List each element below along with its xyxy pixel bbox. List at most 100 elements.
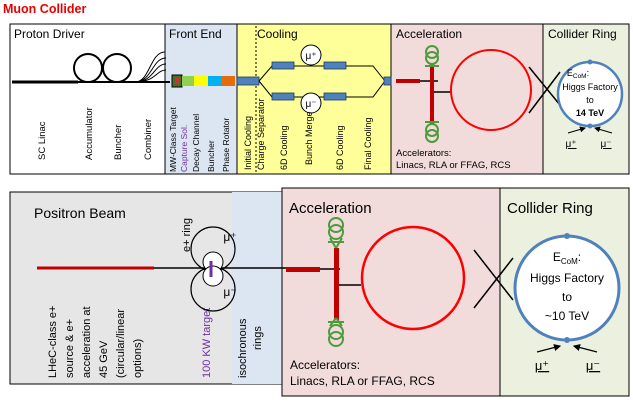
label-initial-cooling: Initial Cooling: [243, 116, 253, 170]
proton-driver-box: [9, 23, 166, 175]
acceleration-box: [390, 23, 544, 175]
mu-plus-circle: [300, 44, 322, 66]
bottom-mu-plus-label: μ⁺: [223, 230, 236, 244]
label-charge-separator: Charge Separator: [256, 98, 266, 170]
target-core: [175, 78, 179, 84]
label-combiner: Combiner: [143, 119, 154, 160]
target-label: 100 KW target: [201, 308, 213, 378]
accelerators-heading-top: Accelerators:: [396, 148, 451, 159]
higgs-label-top: Higgs Factory: [562, 82, 618, 92]
6d-cooling-lower-a: [271, 92, 295, 101]
positron-label-4: 45 GeV: [98, 340, 110, 378]
label-bunch-merge: Bunch Merge: [304, 111, 314, 165]
bottom-acceleration-box: [281, 187, 501, 397]
final-cooling: [383, 76, 392, 86]
accelerators-list-bottom: Linacs, RLA or FFAG, RCS: [290, 374, 435, 388]
initial-cooling: [236, 76, 260, 86]
label-final-cooling: Final Cooling: [363, 117, 373, 170]
rla-linac-bottom: [334, 248, 339, 320]
label-mw-target: MW-Class Target: [168, 106, 178, 172]
combiner-arcs: [134, 51, 167, 83]
iso-label-2: rings: [252, 326, 264, 350]
bottom-mu-minus-label: μ⁻: [223, 285, 236, 299]
label-phase-rotator: Phase Rotator: [221, 117, 231, 172]
ecom-label-bottom: ECoM:: [553, 250, 581, 266]
ip-dot-top-2: [587, 123, 593, 129]
rla-arm-bottom-r: [335, 317, 343, 327]
ring-mu-minus-bottom: μ⁻: [586, 358, 600, 373]
front-end-box: [164, 23, 238, 175]
mu-minus-label: μ⁻: [305, 99, 316, 110]
ip-dot-bottom-2: [564, 337, 570, 343]
label-6d-cooling-2: 6D Cooling: [335, 125, 345, 170]
label-capture-sol: Capture Sol.: [179, 125, 189, 172]
positron-label-5: (circular/linear: [115, 309, 127, 378]
rla-linac-top: [430, 63, 434, 125]
eplus-ring-label: e+ ring: [181, 218, 193, 252]
rla-arc-top-2: [425, 51, 439, 65]
label-fe-buncher: Buncher: [206, 140, 216, 172]
rla-arc-bottom-1: [425, 123, 439, 137]
title: Muon Collider: [3, 2, 86, 16]
rla-arm-bottom-l: [329, 317, 337, 327]
positron-label-6: options): [132, 339, 144, 378]
to-label-bottom: to: [562, 290, 572, 304]
collider-ring-title: Collider Ring: [548, 27, 617, 41]
isochronous-box: [232, 192, 282, 384]
6d-cooling-upper-a: [271, 61, 295, 70]
ring-mu-plus-top: μ⁺: [565, 139, 576, 150]
higgs-label-bottom: Higgs Factory: [530, 271, 604, 285]
arrow-mu-plus-top: [567, 126, 586, 134]
positron-label-2: source & e+: [64, 319, 76, 378]
label-6d-cooling-1: 6D Cooling: [279, 125, 289, 170]
label-decay-channel: Decay Channel: [191, 114, 201, 172]
6d-cooling-lower-b: [323, 92, 347, 101]
arrow-mu-minus-top: [594, 126, 613, 134]
buncher-cavity: [208, 76, 221, 86]
top-panel: Proton Driver Front End Cooling Accelera…: [9, 23, 630, 175]
ip-dot-bottom-1: [564, 233, 570, 239]
rla-arc-bottom-2: [425, 129, 439, 143]
rla-loop-bottom-2: [328, 331, 344, 347]
label-sc-linac: SC Linac: [37, 121, 48, 160]
rla-arm-top-l: [329, 237, 337, 249]
acceleration-title: Acceleration: [396, 27, 462, 41]
proton-driver-title: Proton Driver: [14, 27, 85, 41]
ring-mu-plus-bottom: μ⁺: [535, 358, 549, 373]
bottom-panel: Positron Beam Acceleration Collider Ring…: [9, 187, 630, 397]
ip-dot-top-1: [587, 59, 593, 65]
label-buncher: Buncher: [113, 125, 124, 160]
phase-rotator: [221, 76, 235, 86]
injection-x-bottom: [473, 249, 514, 309]
to-label-top: to: [586, 95, 594, 105]
cooling-title: Cooling: [257, 27, 298, 41]
accel-linac-bottom: [286, 267, 320, 272]
arrow-mu-plus-bottom: [536, 344, 562, 353]
rla-arm-top-r: [335, 237, 343, 249]
rla-arc-top-1: [425, 45, 439, 59]
capture-solenoid: [182, 76, 194, 86]
accel-linac-top: [396, 79, 420, 83]
rla-loop-top-1: [328, 217, 344, 233]
collider-ring-bottom: [513, 234, 621, 342]
rla-loop-bottom-1: [328, 324, 344, 340]
rcs-ring-top: [450, 49, 532, 131]
injection-x-top: [528, 66, 561, 114]
energy-label-top: 14 TeV: [576, 108, 604, 118]
decay-channel: [194, 76, 208, 86]
6d-cooling-upper-b: [323, 61, 347, 70]
label-accumulator: Accumulator: [84, 107, 95, 160]
iso-label-1: isochronous: [237, 318, 249, 378]
rcs-ring-bottom: [360, 225, 466, 331]
ring-mu-minus-top: μ⁻: [600, 139, 611, 150]
accelerators-list-top: Linacs, RLA or FFAG, RCS: [396, 160, 511, 171]
positron-beam-title: Positron Beam: [34, 205, 126, 221]
charge-split-lines: [258, 65, 386, 98]
ecom-label-top: ECoM:: [567, 68, 589, 80]
bottom-acceleration-title: Acceleration: [289, 200, 372, 217]
mu-minus-circle: [300, 92, 322, 114]
accelerators-heading-bottom: Accelerators:: [290, 358, 360, 372]
target-ring-lower: [202, 265, 224, 287]
